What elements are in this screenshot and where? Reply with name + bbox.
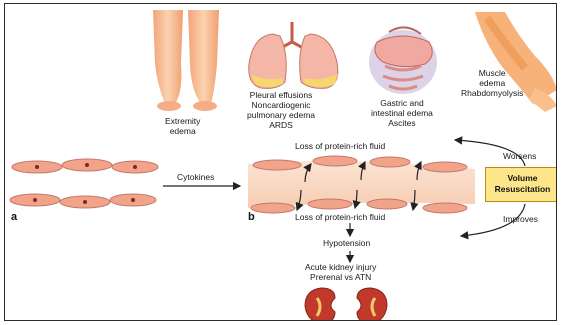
improves-label: Improves [503, 214, 538, 224]
worsens-label: Worsens [503, 151, 536, 161]
legs-illustration [153, 10, 219, 111]
lungs-illustration [249, 22, 338, 88]
cytokines-label: Cytokines [177, 172, 214, 182]
diagram-svg [5, 4, 557, 321]
loss-fluid-top-label: Loss of protein-rich fluid [295, 141, 385, 151]
hypotension-label: Hypotension [323, 238, 370, 248]
gut-illustration [369, 27, 437, 94]
leaky-endothelium [248, 156, 475, 213]
panel-a-label: a [11, 211, 17, 223]
panel-b-label: b [248, 211, 255, 223]
normal-endothelium [10, 159, 158, 208]
loss-fluid-bottom-label: Loss of protein-rich fluid [295, 212, 385, 222]
kidneys-illustration [305, 288, 387, 321]
